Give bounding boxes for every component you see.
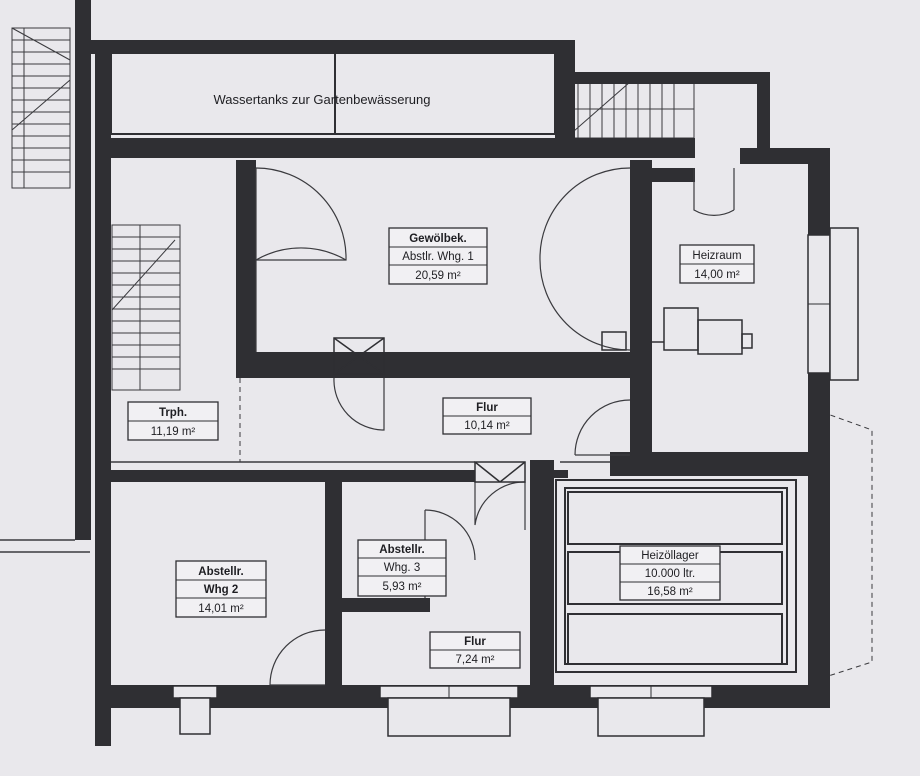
oil-tanks <box>555 479 797 673</box>
inner-staircase <box>111 224 181 391</box>
abstellraum-2-line1: Abstellr. <box>198 566 243 578</box>
treppenhaus-name: Trph. <box>159 407 187 419</box>
windows <box>172 227 859 737</box>
boiler-unit <box>601 307 753 355</box>
door-frames <box>333 337 526 483</box>
flur-oben-name: Flur <box>476 402 498 414</box>
heizoellager-area: 16,58 m² <box>647 586 693 598</box>
abstellraum-2-line2: Whg 2 <box>204 584 239 596</box>
treppenhaus-area: 11,19 m² <box>151 426 196 438</box>
abstellraum-3-line1: Abstellr. <box>379 544 424 556</box>
left-outer-staircase <box>11 27 71 189</box>
room-label-flur-oben: Flur 10,14 m² <box>442 397 532 435</box>
abstellraum-3-line2: Whg. 3 <box>384 562 420 574</box>
room-label-heizraum: Heizraum 14,00 m² <box>679 244 755 284</box>
heizraum-area: 14,00 m² <box>694 269 740 281</box>
heizraum-name: Heizraum <box>692 250 741 262</box>
flur-unten-name: Flur <box>464 636 486 648</box>
heizoellager-line1: Heizöllager <box>641 550 699 562</box>
abstellraum-3-area: 5,93 m² <box>383 581 422 593</box>
gewoelbe-line2: Abstlr. Whg. 1 <box>402 251 474 263</box>
gewoelbe-area: 20,59 m² <box>415 270 461 282</box>
exterior-lines <box>0 539 90 553</box>
water-tanks <box>110 51 556 135</box>
abstellraum-2-area: 14,01 m² <box>198 603 244 615</box>
flur-unten-area: 7,24 m² <box>456 654 495 666</box>
heizoellager-line2: 10.000 ltr. <box>645 568 696 580</box>
doors <box>255 167 735 686</box>
label-wassertanks: Wassertanks zur Gartenbewässerung <box>213 92 430 107</box>
room-label-abstellraum-3: Abstellr. Whg. 3 5,93 m² <box>357 539 447 597</box>
room-label-gewoelbekeller: Gewölbek. Abstlr. Whg. 1 20,59 m² <box>388 227 488 285</box>
dashed-outlines <box>239 378 873 679</box>
room-label-heizoellager: Heizöllager 10.000 ltr. 16,58 m² <box>619 545 721 601</box>
room-label-flur-unten: Flur 7,24 m² <box>429 631 521 669</box>
gewoelbe-line1: Gewölbek. <box>409 233 467 245</box>
window-panes <box>448 303 830 698</box>
room-label-treppenhaus: Trph. 11,19 m² <box>127 401 219 441</box>
room-label-abstellraum-2: Abstellr. Whg 2 14,01 m² <box>175 560 267 618</box>
flur-oben-area: 10,14 m² <box>464 420 510 432</box>
